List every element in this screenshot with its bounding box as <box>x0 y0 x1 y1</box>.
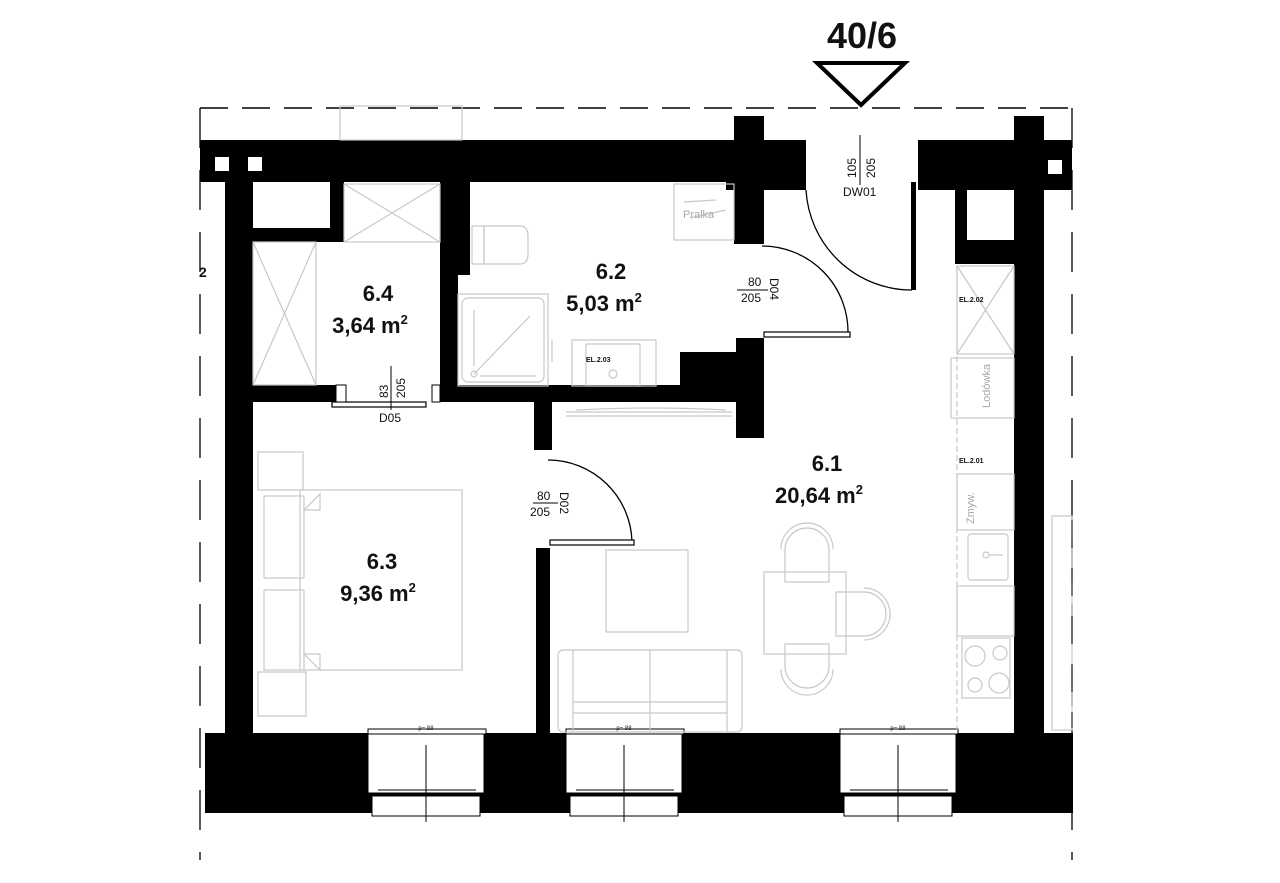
door-dw01-id: DW01 <box>843 185 877 199</box>
dishwasher-label: Zmyw. <box>965 492 977 524</box>
balcony-railing <box>1051 515 1073 731</box>
walls <box>200 116 1073 817</box>
door-dw01-height: 205 <box>864 158 878 178</box>
window-1-sill: p= 88 <box>418 726 434 732</box>
door-dw01[interactable] <box>805 182 916 291</box>
door-d05-height: 205 <box>394 378 408 398</box>
room-number: 6.1 <box>812 451 843 476</box>
washer-label: Pralka <box>683 209 715 221</box>
armchair <box>605 549 689 633</box>
door-d05-id: D05 <box>379 411 401 425</box>
room-number: 6.2 <box>596 259 627 284</box>
door-d04-height: 205 <box>741 291 761 305</box>
sofa <box>557 649 743 733</box>
el-tag-201: EL.2.01 <box>959 458 984 465</box>
door-d04-width: 80 <box>748 275 762 289</box>
dining-table <box>763 522 891 696</box>
radiator-bath <box>566 407 732 417</box>
kitchen <box>950 265 1015 730</box>
room-area: 5,03 m2 <box>566 290 642 316</box>
room-number: 6.4 <box>363 281 394 306</box>
door-d04-id: D04 <box>767 278 781 300</box>
door-d02-height: 205 <box>530 505 550 519</box>
room-area: 20,64 m2 <box>775 482 863 508</box>
window-1 <box>367 728 487 822</box>
washing-machine <box>673 183 735 241</box>
side-marker: 2 <box>199 264 207 280</box>
room-area: 9,36 m2 <box>340 580 416 606</box>
apartment-id: 40/6 <box>827 15 897 56</box>
door-d02[interactable] <box>547 459 635 546</box>
fridge-label: Lodówka <box>981 363 993 408</box>
window-3 <box>839 728 959 822</box>
wardrobe <box>252 105 463 386</box>
door-d02-id: D02 <box>557 492 571 514</box>
door-d02-width: 80 <box>537 489 551 503</box>
room-6-2[interactable]: 6.2 5,03 m2 <box>566 259 642 316</box>
room-6-3[interactable]: 6.3 9,36 m2 <box>340 549 416 606</box>
el-tag-202: EL.2.02 <box>959 297 984 304</box>
room-6-4[interactable]: 6.4 3,64 m2 <box>332 281 408 338</box>
sink-cabinet <box>571 339 657 387</box>
window-2-sill: p= 88 <box>616 726 632 732</box>
door-dw01-width: 105 <box>845 158 859 178</box>
room-6-1[interactable]: 6.1 20,64 m2 <box>775 451 863 508</box>
door-d04[interactable] <box>761 245 851 338</box>
door-d05-width: 83 <box>377 384 391 398</box>
el-tag-203: EL.2.03 <box>586 357 611 364</box>
room-number: 6.3 <box>367 549 398 574</box>
entrance-triangle-icon <box>812 61 910 108</box>
room-area: 3,64 m2 <box>332 312 408 338</box>
window-3-sill: p= 88 <box>890 726 906 732</box>
bed <box>257 451 463 717</box>
shower <box>457 293 553 387</box>
toilet <box>471 225 529 265</box>
door-d05[interactable] <box>331 384 441 408</box>
